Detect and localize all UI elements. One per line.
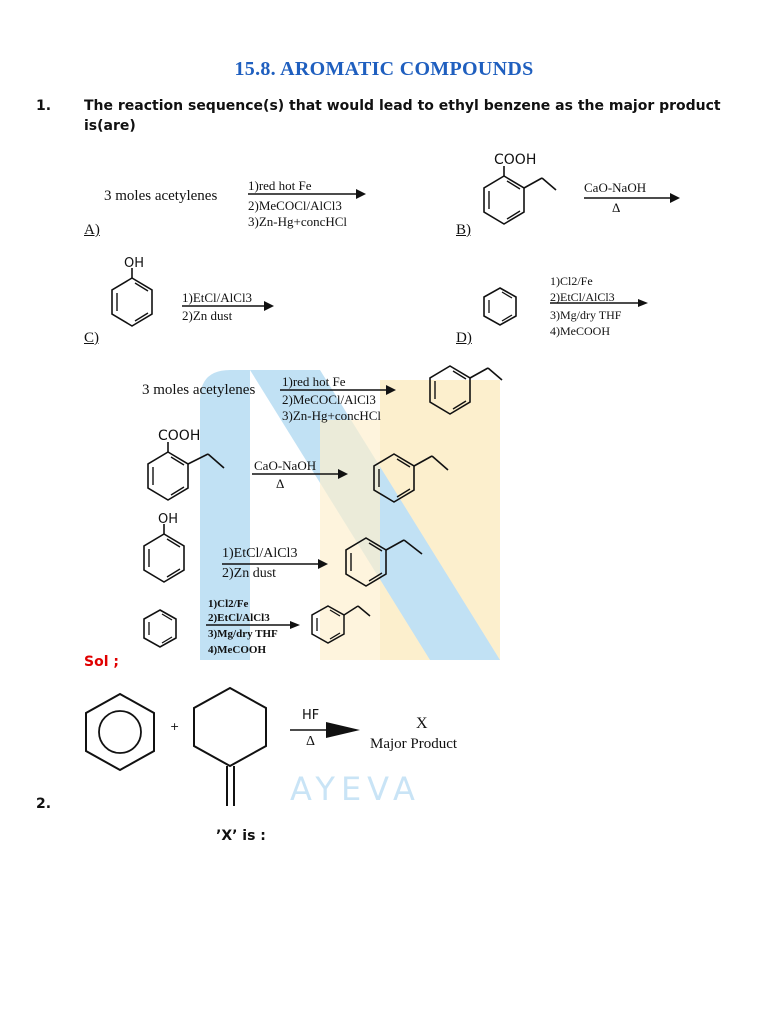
option-d-step-4: 4)MeCOOH — [550, 324, 610, 338]
sol-row-2-step-1: CaO-NaOH — [254, 458, 317, 473]
option-b-label: B) — [456, 222, 471, 238]
sol-row-1-step-2: 2)MeCOCl/AlCl3 — [282, 392, 376, 407]
option-c-structure — [111, 268, 153, 327]
sol-row-1-reactant: 3 moles acetylenes — [142, 382, 256, 398]
sol-row-3-group: OH — [158, 512, 179, 527]
sol-row-2-group: COOH — [158, 428, 201, 444]
sol-row-4-step-2: 2)EtCl/AlCl3 — [208, 612, 270, 624]
sol-row-4-arrow — [206, 621, 300, 629]
q2-benzene-structure — [85, 692, 155, 772]
sol-row-1-step-3: 3)Zn-Hg+concHCl — [282, 408, 382, 423]
sol-row-2-structure — [147, 442, 225, 501]
sol-row-2-step-2: Δ — [276, 476, 285, 491]
q2-product: X — [416, 715, 428, 732]
option-d-step-3: 3)Mg/dry THF — [550, 308, 622, 322]
option-a-reactant: 3 moles acetylenes — [104, 188, 218, 204]
question-1-number: 1. — [36, 98, 52, 114]
option-a-step-2: 2)MeCOCl/AlCl3 — [248, 198, 342, 213]
option-d-structure — [483, 287, 517, 326]
option-b-step-2: Δ — [612, 200, 621, 215]
q2-product-note: Major Product — [370, 736, 458, 752]
option-a-label: A) — [84, 222, 100, 238]
option-a-step-1: 1)red hot Fe — [248, 178, 312, 193]
sol-row-3-step-2: 2)Zn dust — [222, 566, 277, 581]
option-d-arrow — [550, 299, 648, 307]
sol-row-1-step-1: 1)red hot Fe — [282, 374, 346, 389]
page-title: 15.8. AROMATIC COMPOUNDS — [234, 58, 534, 80]
option-a-step-3: 3)Zn-Hg+concHCl — [248, 214, 348, 229]
watermark-logo — [200, 370, 500, 660]
option-c-step-1: 1)EtCl/AlCl3 — [182, 290, 253, 305]
sol-row-3-step-1: 1)EtCl/AlCl3 — [222, 546, 298, 561]
question-2-number: 2. — [36, 796, 52, 812]
option-c-group: OH — [124, 256, 145, 271]
sol-row-4-step-3: 3)Mg/dry THF — [208, 628, 278, 640]
q2-arrow — [290, 722, 360, 738]
option-b-structure — [483, 166, 557, 225]
option-b-arrow — [584, 193, 680, 203]
option-c-step-2: 2)Zn dust — [182, 308, 233, 323]
option-b-step-1: CaO-NaOH — [584, 180, 647, 195]
sol-row-1-product-ethylbenzene — [429, 365, 503, 415]
option-d-label: D) — [456, 330, 472, 346]
option-c-arrow — [182, 301, 274, 311]
sol-row-4-step-1: 1)Cl2/Fe — [208, 598, 249, 610]
sol-row-3-product-ethylbenzene — [345, 537, 423, 587]
option-a-arrow — [248, 189, 366, 199]
sol-row-3-structure — [143, 524, 185, 583]
q2-plus-sign: + — [170, 720, 180, 733]
option-d-step-1: 1)Cl2/Fe — [550, 274, 593, 288]
option-d-step-2: 2)EtCl/AlCl3 — [550, 290, 615, 304]
sol-row-4-structure — [143, 609, 177, 648]
solution-label: Sol ; — [84, 654, 119, 670]
option-b-group: COOH — [494, 152, 537, 168]
sol-row-1-arrow — [280, 385, 396, 395]
watermark-text: AYEVA — [290, 770, 421, 808]
sol-row-3-arrow — [222, 559, 328, 569]
question-2-text: ’X’ is : — [216, 828, 266, 844]
option-c-label: C) — [84, 330, 99, 346]
q2-methylenecyclohexane-structure — [193, 686, 267, 806]
sol-row-2-product-ethylbenzene — [373, 453, 449, 503]
q2-condition: Δ — [306, 734, 316, 749]
question-1-text: The reaction sequence(s) that would lead… — [84, 98, 721, 134]
sol-row-2-arrow — [252, 469, 348, 479]
sol-row-4-step-4: 4)MeCOOH — [208, 644, 267, 656]
sol-row-4-product-ethylbenzene — [311, 605, 371, 644]
q2-reagent: HF — [302, 708, 320, 723]
